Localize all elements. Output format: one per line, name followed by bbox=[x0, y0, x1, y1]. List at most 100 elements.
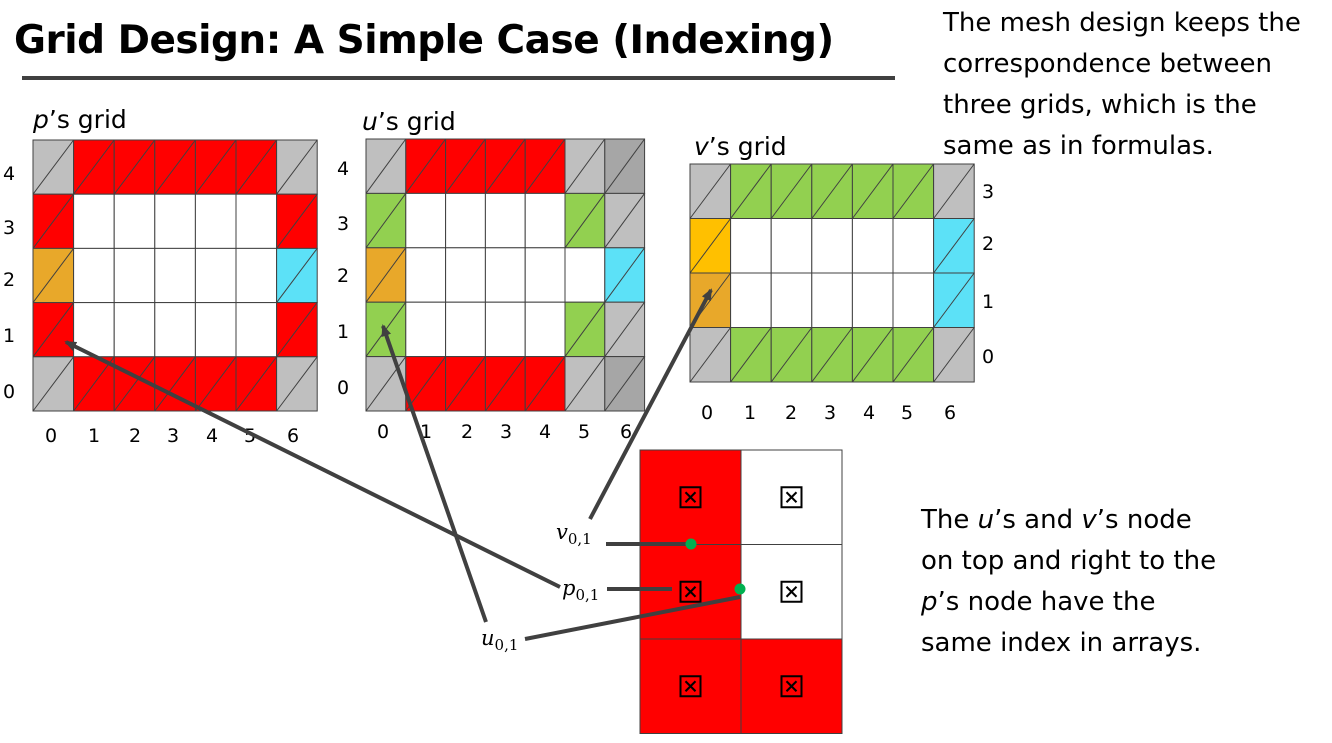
v-grid-y-index: 1 bbox=[982, 291, 994, 313]
note-top-line: correspondence between bbox=[943, 49, 1272, 79]
u-grid-x-index: 5 bbox=[578, 421, 590, 443]
ghost-cell-diagonal bbox=[604, 301, 646, 357]
ghost-cell-diagonal bbox=[113, 356, 156, 412]
ghost-cell-diagonal bbox=[365, 193, 407, 249]
white-cell bbox=[484, 192, 526, 249]
ghost-cell-diagonal bbox=[851, 163, 894, 219]
white-cell bbox=[811, 218, 853, 274]
ghost-cell-diagonal bbox=[770, 163, 813, 219]
ghost-cell-diagonal bbox=[365, 247, 407, 303]
u-grid-y-index: 2 bbox=[337, 265, 349, 287]
u-arrow bbox=[381, 324, 488, 623]
ghost-cell-diagonal bbox=[73, 356, 115, 412]
ghost-cell-diagonal bbox=[564, 193, 606, 249]
note-bottom-line: same index in arrays. bbox=[921, 628, 1202, 658]
ghost-cell-diagonal bbox=[276, 139, 318, 195]
note-bottom-line: p’s node have the bbox=[921, 587, 1156, 617]
ghost-cell-diagonal bbox=[851, 327, 894, 383]
white-cell bbox=[770, 272, 813, 328]
cell-center-icon bbox=[780, 486, 803, 509]
v-grid-x-index: 3 bbox=[824, 402, 836, 424]
ghost-cell-diagonal bbox=[689, 327, 732, 383]
ghost-cell-diagonal bbox=[73, 139, 115, 195]
note-bottom: The u’s and v’s node on top and right to… bbox=[921, 500, 1216, 664]
ghost-cell-diagonal bbox=[811, 327, 853, 383]
cell-center-icon bbox=[679, 486, 702, 509]
ghost-cell-diagonal bbox=[604, 356, 646, 412]
note-top-line: three grids, which is the bbox=[943, 90, 1257, 120]
v-grid-x-index: 5 bbox=[901, 402, 913, 424]
u-grid-x-index: 3 bbox=[500, 421, 512, 443]
zoomed-cells bbox=[639, 449, 843, 734]
p-grid-y-index: 1 bbox=[3, 325, 15, 347]
white-cell bbox=[892, 272, 935, 328]
u-grid-y-index: 0 bbox=[337, 377, 349, 399]
v-grid-x-index: 1 bbox=[744, 402, 756, 424]
u-grid-y-index: 1 bbox=[337, 321, 349, 343]
white-cell bbox=[405, 301, 447, 358]
ghost-cell-diagonal bbox=[689, 218, 732, 274]
note-top: The mesh design keeps the correspondence… bbox=[943, 3, 1301, 167]
white-cell bbox=[154, 247, 196, 304]
ghost-cell-diagonal bbox=[892, 327, 935, 383]
white-cell bbox=[445, 301, 486, 358]
ghost-cell-diagonal bbox=[445, 356, 486, 412]
u-grid-label: u’s grid bbox=[362, 107, 456, 136]
white-cell bbox=[235, 302, 278, 358]
ghost-cell-diagonal bbox=[32, 248, 75, 303]
u-grid-y-index: 3 bbox=[337, 213, 349, 235]
v-grid-x-index: 6 bbox=[944, 402, 956, 424]
ghost-cell-diagonal bbox=[365, 138, 407, 194]
ghost-cell-diagonal bbox=[276, 302, 318, 358]
p-grid-y-index: 2 bbox=[3, 269, 15, 291]
white-cell bbox=[811, 272, 853, 328]
p-grid-x-index: 6 bbox=[287, 425, 299, 447]
p-grid-x-index: 4 bbox=[206, 425, 218, 447]
white-cell bbox=[405, 247, 447, 303]
ghost-cell-diagonal bbox=[405, 356, 447, 412]
ghost-cell-diagonal bbox=[276, 356, 318, 412]
title-underline bbox=[22, 76, 895, 80]
cell-center-icon bbox=[780, 580, 803, 603]
ghost-cell-diagonal bbox=[524, 138, 566, 194]
ghost-cell-diagonal bbox=[811, 163, 853, 219]
p-node-label: p0,1 bbox=[562, 576, 599, 604]
white-cell bbox=[113, 193, 156, 249]
u-grid-y-index: 4 bbox=[337, 158, 349, 180]
p-grid-y-index: 3 bbox=[3, 217, 15, 239]
white-cell bbox=[445, 192, 486, 249]
p-grid-x-index: 0 bbox=[45, 425, 57, 447]
white-cell bbox=[730, 218, 772, 274]
ghost-cell-diagonal bbox=[484, 356, 526, 412]
u-grid-x-index: 6 bbox=[620, 421, 632, 443]
p-grid-x-index: 2 bbox=[129, 425, 141, 447]
ghost-cell-diagonal bbox=[604, 247, 646, 303]
ghost-cell-diagonal bbox=[32, 302, 75, 358]
note-bottom-line: on top and right to the bbox=[921, 546, 1217, 576]
u-grid-x-index: 4 bbox=[539, 421, 551, 443]
u-leader-line bbox=[524, 595, 741, 641]
ghost-cell-diagonal bbox=[933, 327, 975, 383]
white-cell bbox=[113, 302, 156, 358]
ghost-cell-diagonal bbox=[933, 163, 975, 219]
v-arrow bbox=[588, 288, 713, 520]
white-cell bbox=[113, 247, 156, 304]
v-grid-y-index: 0 bbox=[982, 346, 994, 368]
ghost-cell-diagonal bbox=[564, 301, 606, 357]
white-cell bbox=[524, 247, 566, 303]
white-cell bbox=[235, 247, 278, 304]
ghost-cell-diagonal bbox=[604, 193, 646, 249]
note-bottom-line: The u’s and v’s node bbox=[921, 505, 1192, 535]
u-node-label: u0,1 bbox=[481, 626, 518, 654]
ghost-cell-diagonal bbox=[194, 139, 237, 195]
white-cell bbox=[851, 218, 894, 274]
ghost-cell-diagonal bbox=[445, 138, 486, 194]
white-cell bbox=[154, 302, 196, 358]
ghost-cell-diagonal bbox=[194, 356, 237, 412]
cell-center-icon bbox=[679, 675, 702, 698]
white-cell bbox=[564, 247, 606, 303]
ghost-cell-diagonal bbox=[524, 356, 566, 412]
ghost-cell-diagonal bbox=[32, 139, 75, 195]
v-grid-label: v’s grid bbox=[694, 132, 787, 161]
